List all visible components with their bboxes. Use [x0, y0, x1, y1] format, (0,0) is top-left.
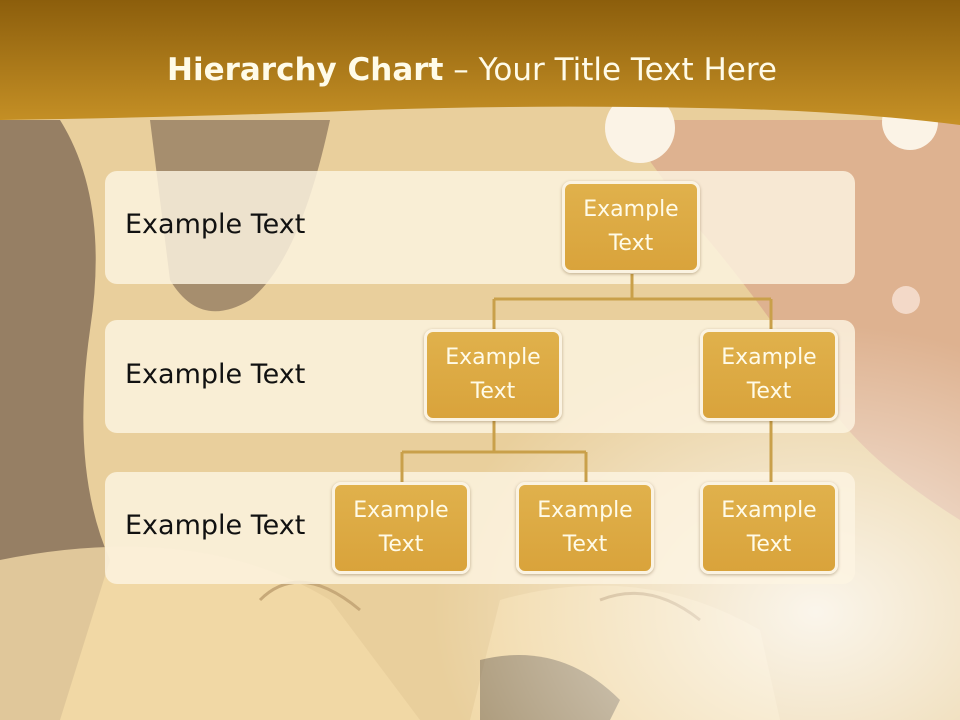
node-level3-3-text: Example Text [721, 498, 817, 557]
level-band-1 [105, 171, 855, 284]
node-root[interactable]: Example Text [562, 181, 700, 273]
connector-root [492, 274, 773, 329]
level-label-2: Example Text [125, 359, 306, 390]
title-bold: Hierarchy Chart [167, 52, 444, 88]
title-rest: – Your Title Text Here [443, 52, 777, 88]
node-level3-2[interactable]: Example Text [516, 482, 654, 574]
node-level2-right[interactable]: Example Text [700, 329, 838, 421]
slide-title: Hierarchy Chart – Your Title Text Here [0, 52, 944, 88]
node-root-text: Example Text [583, 197, 679, 256]
node-level3-2-text: Example Text [537, 498, 633, 557]
node-level2-left-text: Example Text [445, 345, 541, 404]
level-label-3: Example Text [125, 510, 306, 541]
node-level2-right-text: Example Text [721, 345, 817, 404]
connector-left [400, 421, 588, 482]
level-label-1: Example Text [125, 209, 306, 240]
node-level3-1-text: Example Text [353, 498, 449, 557]
node-level3-3[interactable]: Example Text [700, 482, 838, 574]
node-level2-left[interactable]: Example Text [424, 329, 562, 421]
node-level3-1[interactable]: Example Text [332, 482, 470, 574]
